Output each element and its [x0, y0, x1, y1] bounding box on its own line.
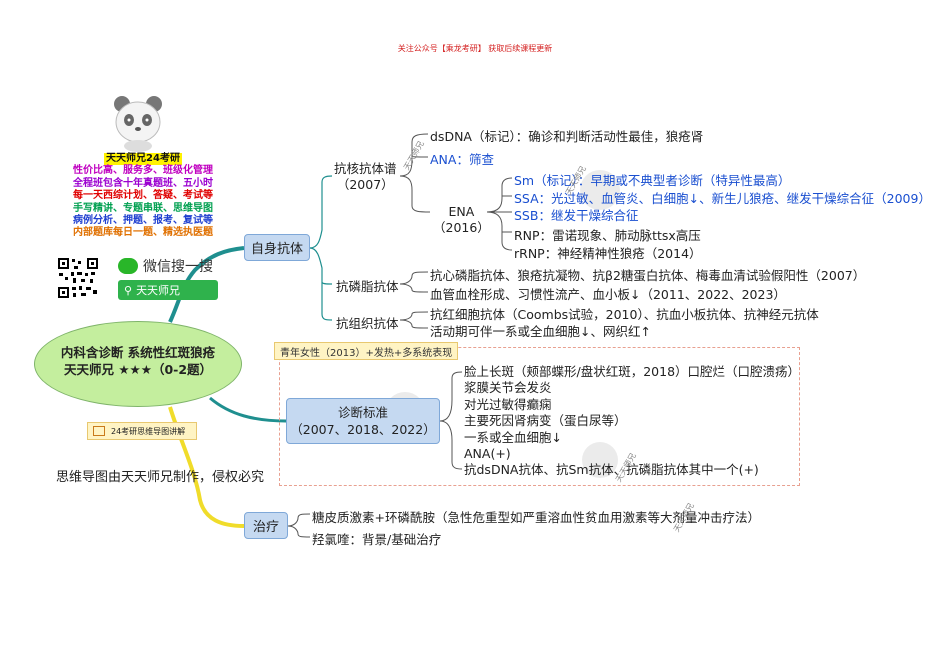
diagnosis-header-tag: 青年女性（2013）+发热+多系统表现: [274, 342, 459, 360]
criteria-item: 浆膜关节会发炎: [464, 380, 552, 396]
treatment-line1: 糖皮质激素+环磷酰胺（急性危重型如严重溶血性贫血用激素等大剂量冲击疗法）: [312, 510, 760, 525]
ssa-text: SSA：光过敏、血管炎、白细胞↓、新生儿狼疮、继发干燥综合征（2009）: [514, 191, 931, 206]
node-tissue: 抗组织抗体: [336, 316, 399, 331]
ena-year: （2016）: [433, 220, 490, 235]
wechat-label: 微信搜一搜: [143, 259, 213, 275]
diagnosis-years: （2007、2018、2022）: [290, 422, 436, 437]
panda-mascot-icon: [114, 96, 162, 152]
ena-label: ENA: [448, 204, 475, 219]
node-autoimmune: 自身抗体: [244, 234, 310, 261]
criteria-item: 一系或全血细胞↓: [464, 429, 562, 445]
tissue-line2: 活动期可伴一系或全血细胞↓、网织红↑: [430, 324, 651, 339]
promo-line: 每一天西综计划、答疑、考试等: [73, 190, 213, 202]
nuclear-label: 抗核抗体谱: [334, 161, 397, 176]
dsdna-text: dsDNA（标记）：确诊和判断活动性最佳，狼疮肾: [430, 129, 704, 144]
rrnp-text: rRNP：神经精神性狼疮（2014）: [514, 246, 702, 261]
node-ena: ENA （2016）: [433, 204, 490, 236]
promo-title: 天天师兄24考研: [104, 153, 182, 166]
rnp-text: RNP：雷诺现象、肺动脉ttsx高压: [514, 228, 701, 243]
node-diagnosis: 诊断标准 （2007、2018、2022）: [286, 398, 440, 444]
wechat-search-row: 微信搜一搜: [118, 256, 213, 276]
search-text: 天天师兄: [136, 284, 181, 297]
phospholipid-line1: 抗心磷脂抗体、狼疮抗凝物、抗β2糖蛋白抗体、梅毒血清试验假阳性（2007）: [430, 268, 866, 283]
criteria-item: 抗dsDNA抗体、抗Sm抗体、抗磷脂抗体其中一个(+): [464, 462, 759, 478]
diagnosis-criteria-list: 脸上长斑（颊部蝶形/盘状红斑，2018）口腔烂（口腔溃疡）浆膜关节会发炎对光过敏…: [464, 364, 800, 479]
phospholipid-line2: 血管血栓形成、习惯性流产、血小板↓（2011、2022、2023）: [430, 287, 786, 302]
node-nuclear: 抗核抗体谱 （2007）: [334, 161, 397, 193]
criteria-item: 对光过敏得癫痫: [464, 396, 552, 412]
criteria-item: ANA(+): [464, 446, 511, 462]
diagnosis-label: 诊断标准: [337, 405, 388, 420]
nuclear-year: （2007）: [336, 177, 394, 192]
tissue-line1: 抗红细胞抗体（Coombs试验，2010）、抗血小板抗体、抗神经元抗体: [430, 307, 819, 322]
promo-line: 全程班包含十年真题班、五小时: [73, 177, 213, 189]
qr-code-icon: [57, 257, 99, 299]
treatment-line2: 羟氯喹：背景/基础治疗: [312, 532, 442, 547]
note-icon: [93, 426, 105, 436]
node-treatment: 治疗: [244, 512, 288, 539]
ana-text: ANA：筛查: [430, 152, 494, 167]
wechat-search-box[interactable]: ⚲ 天天师兄: [118, 280, 218, 300]
root-node: 内科含诊断 系统性红斑狼疮 天天师兄 ★★★（0-2题）: [34, 321, 242, 407]
ssb-text: SSB：继发干燥综合征: [514, 208, 639, 223]
search-icon: ⚲: [124, 283, 133, 297]
promo-block: 天天师兄24考研 性价比高、服务多、班级化管理全程班包含十年真题班、五小时每一天…: [48, 153, 238, 240]
criteria-item: 主要死因肾病变（蛋白尿等）: [464, 413, 627, 429]
note-tag: 24考研思维导图讲解: [87, 422, 197, 440]
promo-line: 性价比高、服务多、班级化管理: [73, 165, 213, 177]
root-title: 内科含诊断 系统性红斑狼疮: [60, 345, 216, 360]
promo-line: 内部题库每日一题、精选执医题: [73, 227, 213, 239]
copyright-text: 思维导图由天天师兄制作，侵权必究: [56, 470, 265, 485]
root-subtitle: 天天师兄 ★★★（0-2题）: [63, 362, 213, 377]
node-phospholipid: 抗磷脂抗体: [336, 279, 399, 294]
note-tag-text: 24考研思维导图讲解: [111, 426, 186, 436]
sm-text: Sm（标记）：早期或不典型者诊断（特异性最高）: [514, 173, 791, 188]
diagnosis-frame: [279, 347, 800, 486]
header-notice: 关注公众号【乘龙考研】 获取后续课程更新: [397, 44, 553, 53]
promo-line: 手写精讲、专题串联、思维导图: [73, 202, 213, 214]
promo-line: 病例分析、押题、报考、复试等: [73, 215, 213, 227]
wechat-icon: [118, 258, 138, 274]
criteria-item: 脸上长斑（颊部蝶形/盘状红斑，2018）口腔烂（口腔溃疡）: [464, 364, 801, 379]
